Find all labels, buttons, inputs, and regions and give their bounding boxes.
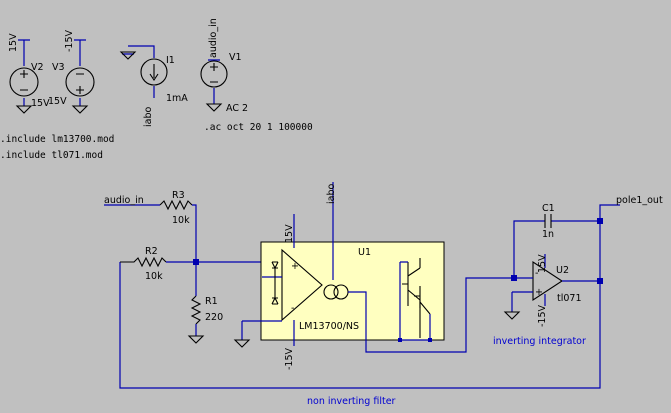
resistor-r2[interactable]: R2 10k: [119, 221, 601, 389]
u2-neg-supply: -15V: [537, 304, 548, 327]
comment-non-inverting-filter[interactable]: non inverting filter: [307, 396, 396, 407]
r2-name: R2: [145, 246, 158, 257]
c1-value: 1n: [542, 229, 554, 240]
u1-iabc-net: iabo: [326, 184, 337, 204]
source-v2[interactable]: 15V V2 15V: [8, 33, 50, 114]
v2-top-net: 15V: [8, 33, 19, 52]
v3-name: V3: [52, 62, 65, 73]
i1-name: I1: [166, 55, 175, 66]
v1-value: AC 2: [226, 103, 248, 114]
u2-name: U2: [556, 265, 569, 276]
ota-u1[interactable]: 15V -15V iabo + - U1 LM13700/NS: [233, 182, 514, 370]
r3-value: 10k: [172, 215, 190, 226]
v2-value: 15V: [31, 98, 50, 109]
u1-plus: +: [291, 261, 299, 272]
capacitor-c1[interactable]: C1 1n: [513, 203, 620, 278]
i1-net: iabo: [143, 107, 154, 127]
comment-inverting-integrator[interactable]: inverting integrator: [493, 336, 586, 347]
u1-model: LM13700/NS: [299, 321, 359, 332]
v3-value: 15V: [48, 96, 67, 107]
r3-name: R3: [172, 190, 185, 201]
u2-output-junction: [597, 278, 603, 284]
v1-top-net: audio_in: [208, 18, 219, 58]
v1-name: V1: [229, 52, 242, 63]
u1-minus: -: [291, 303, 294, 314]
u2-pos-supply: 15V: [537, 254, 548, 273]
directive-include-tl071[interactable]: .include tl071.mod: [0, 150, 103, 161]
opamp-u2[interactable]: - + 15V -15V U2 tl071: [503, 254, 603, 327]
r1-name: R1: [205, 296, 218, 307]
resistor-r3[interactable]: audio_in R3 10k: [104, 190, 197, 262]
i1-value: 1mA: [166, 93, 188, 104]
u2-model: tl071: [557, 293, 582, 304]
output-junction: [597, 218, 603, 224]
u1-neg-supply: -15V: [284, 347, 295, 370]
resistor-r1[interactable]: R1 220: [187, 262, 223, 344]
net-label-audio-in: audio_in: [104, 195, 144, 206]
u1-pos-supply: 15V: [284, 224, 295, 243]
directive-include-lm13700[interactable]: .include lm13700.mod: [0, 134, 114, 145]
net-label-pole1-out: pole1_out: [616, 195, 663, 206]
u2-minus: -: [535, 268, 538, 279]
directive-ac[interactable]: .ac oct 20 1 100000: [204, 122, 313, 133]
r2-value: 10k: [145, 271, 163, 282]
r1-value: 220: [205, 312, 223, 323]
source-v1[interactable]: audio_in V1 AC 2: [200, 18, 248, 114]
source-i1[interactable]: I1 1mA iabo: [119, 45, 188, 127]
u1-name: U1: [358, 247, 371, 258]
source-v3[interactable]: -15V V3 15V: [48, 29, 95, 114]
v2-name: V2: [31, 62, 44, 73]
c1-name: C1: [542, 203, 555, 214]
v3-top-net: -15V: [64, 29, 75, 52]
u2-plus: +: [535, 287, 543, 298]
